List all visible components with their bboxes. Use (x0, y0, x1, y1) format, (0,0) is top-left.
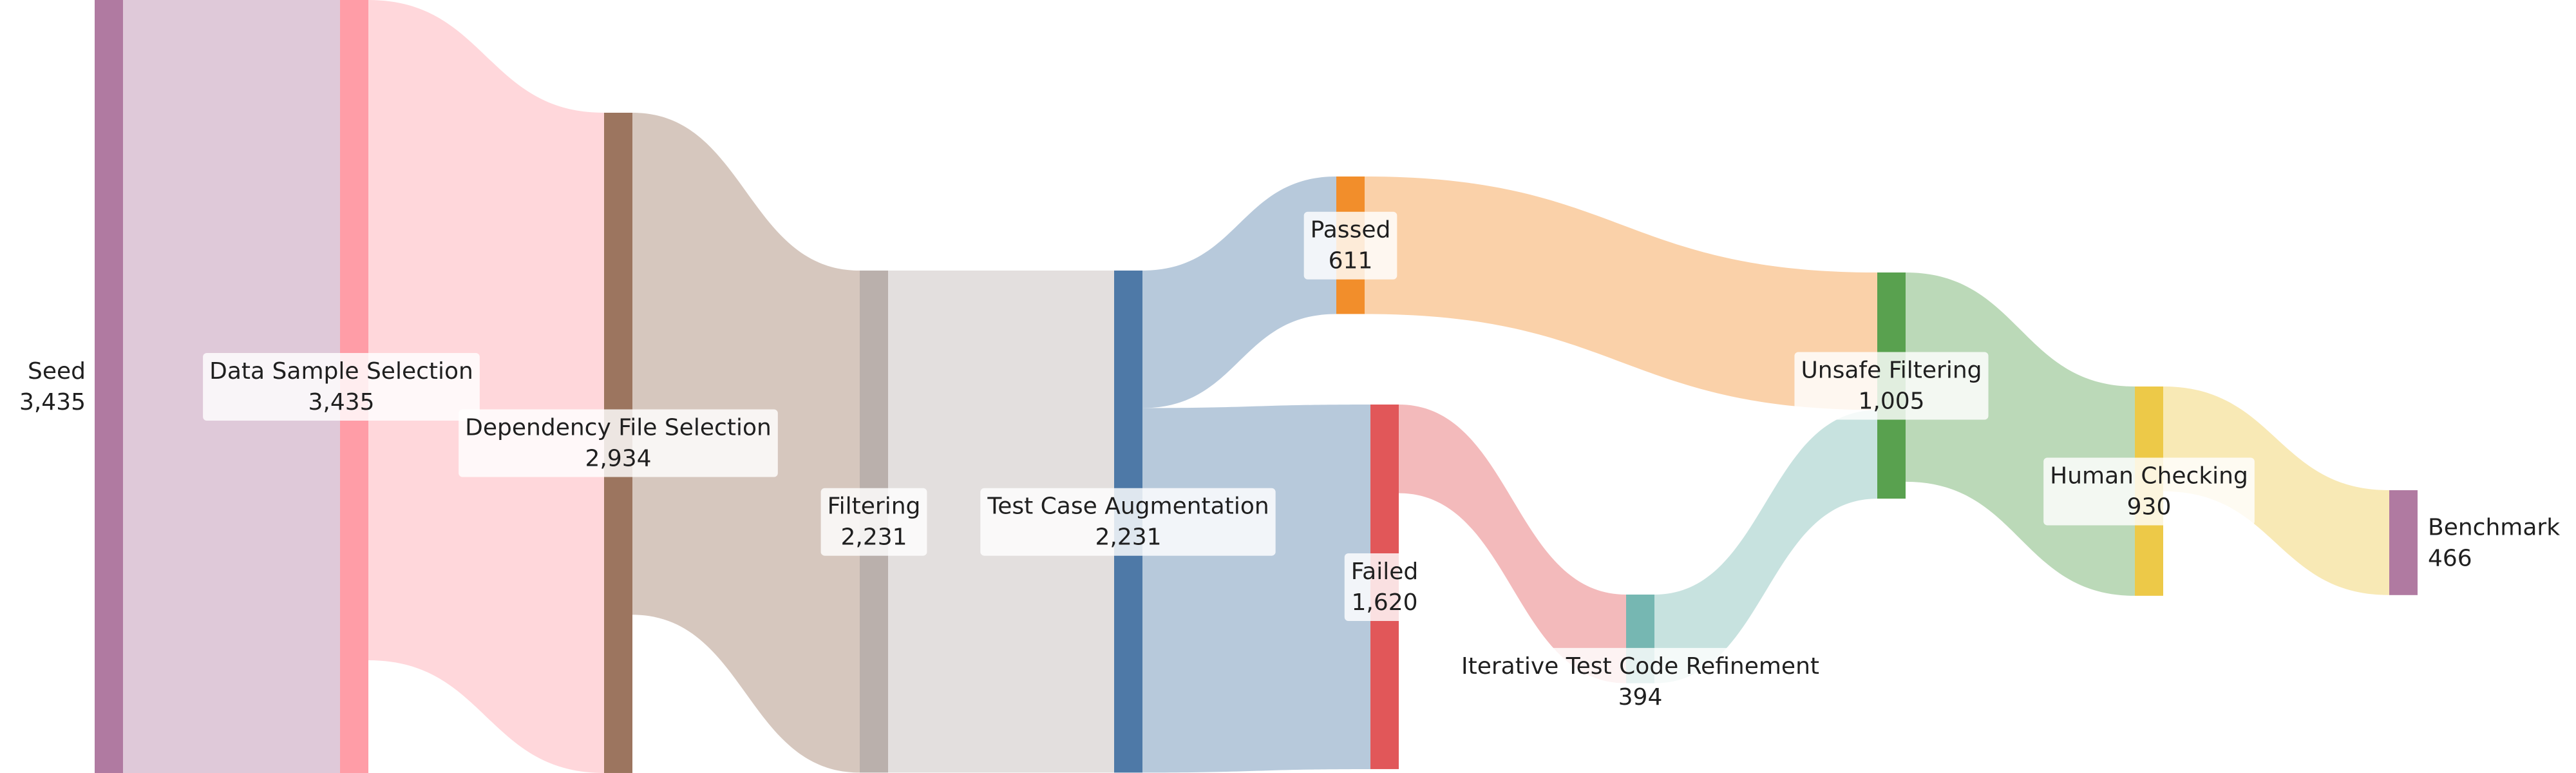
link-dss-to-dfs (368, 0, 604, 773)
label-box-passed (1303, 211, 1397, 280)
label-box-filt (820, 488, 927, 556)
link-tca-to-failed (1142, 405, 1370, 773)
label-dfs: Dependency File Selection 2,934 (459, 409, 778, 477)
node-value-itcr: 394 (1618, 684, 1663, 711)
node-name-bench: Benchmark (2428, 514, 2560, 540)
node-name-dfs: Dependency File Selection (465, 414, 772, 441)
label-bench: Benchmark 466 (2428, 514, 2560, 571)
node-bench (2389, 490, 2418, 595)
label-box-failed (1344, 553, 1425, 621)
node-value-passed: 611 (1329, 248, 1373, 274)
sankey-labels: Seed 3,435 Data Sample Selection 3,435Depen… (19, 211, 2560, 716)
link-itcr-to-unsafe (1654, 410, 1877, 683)
label-box-unsafe (1794, 352, 1989, 420)
label-human: Human Checking 930 (2043, 457, 2255, 526)
node-name-filt: Filtering (828, 493, 921, 520)
node-value-tca: 2,231 (1095, 524, 1161, 551)
label-dss: Data Sample Selection 3,435 (203, 353, 480, 421)
label-seed: Seed 3,435 (19, 358, 86, 415)
node-value-dss: 3,435 (308, 389, 374, 415)
label-unsafe: Unsafe Filtering 1,005 (1794, 352, 1989, 420)
node-value-filt: 2,231 (840, 524, 907, 551)
label-box-human (2043, 457, 2255, 526)
link-failed-to-itcr (1399, 405, 1626, 683)
label-passed: Passed 611 (1303, 211, 1397, 280)
node-value-seed: 3,435 (19, 389, 86, 415)
label-tca: Test Case Augmentation 2,231 (980, 488, 1276, 556)
node-value-bench: 466 (2428, 545, 2472, 571)
node-name-unsafe: Unsafe Filtering (1801, 358, 1982, 384)
link-unsafe-to-human (1906, 272, 2135, 596)
node-value-human: 930 (2127, 493, 2172, 520)
link-human-to-bench (2163, 386, 2389, 595)
node-name-passed: Passed (1311, 217, 1391, 243)
label-box-tca (980, 488, 1276, 556)
label-failed: Failed 1,620 (1344, 553, 1425, 621)
label-itcr: Iterative Test Code Refinement 394 (1454, 647, 1826, 716)
label-filt: Filtering 2,231 (820, 488, 927, 556)
node-value-unsafe: 1,005 (1858, 388, 1924, 415)
label-box-dfs (459, 409, 778, 477)
label-box-itcr (1454, 647, 1826, 716)
node-name-tca: Test Case Augmentation (987, 493, 1269, 520)
label-box-dss (203, 353, 480, 421)
node-name-dss: Data Sample Selection (209, 358, 473, 385)
node-seed (95, 0, 123, 773)
node-name-itcr: Iterative Test Code Refinement (1461, 653, 1819, 680)
node-value-failed: 1,620 (1351, 589, 1417, 616)
node-name-human: Human Checking (2050, 463, 2248, 489)
node-value-dfs: 2,934 (585, 445, 651, 472)
node-name-seed: Seed (28, 358, 86, 385)
link-passed-to-unsafe (1365, 177, 1877, 410)
link-tca-to-passed (1142, 177, 1336, 408)
node-name-failed: Failed (1351, 558, 1418, 585)
